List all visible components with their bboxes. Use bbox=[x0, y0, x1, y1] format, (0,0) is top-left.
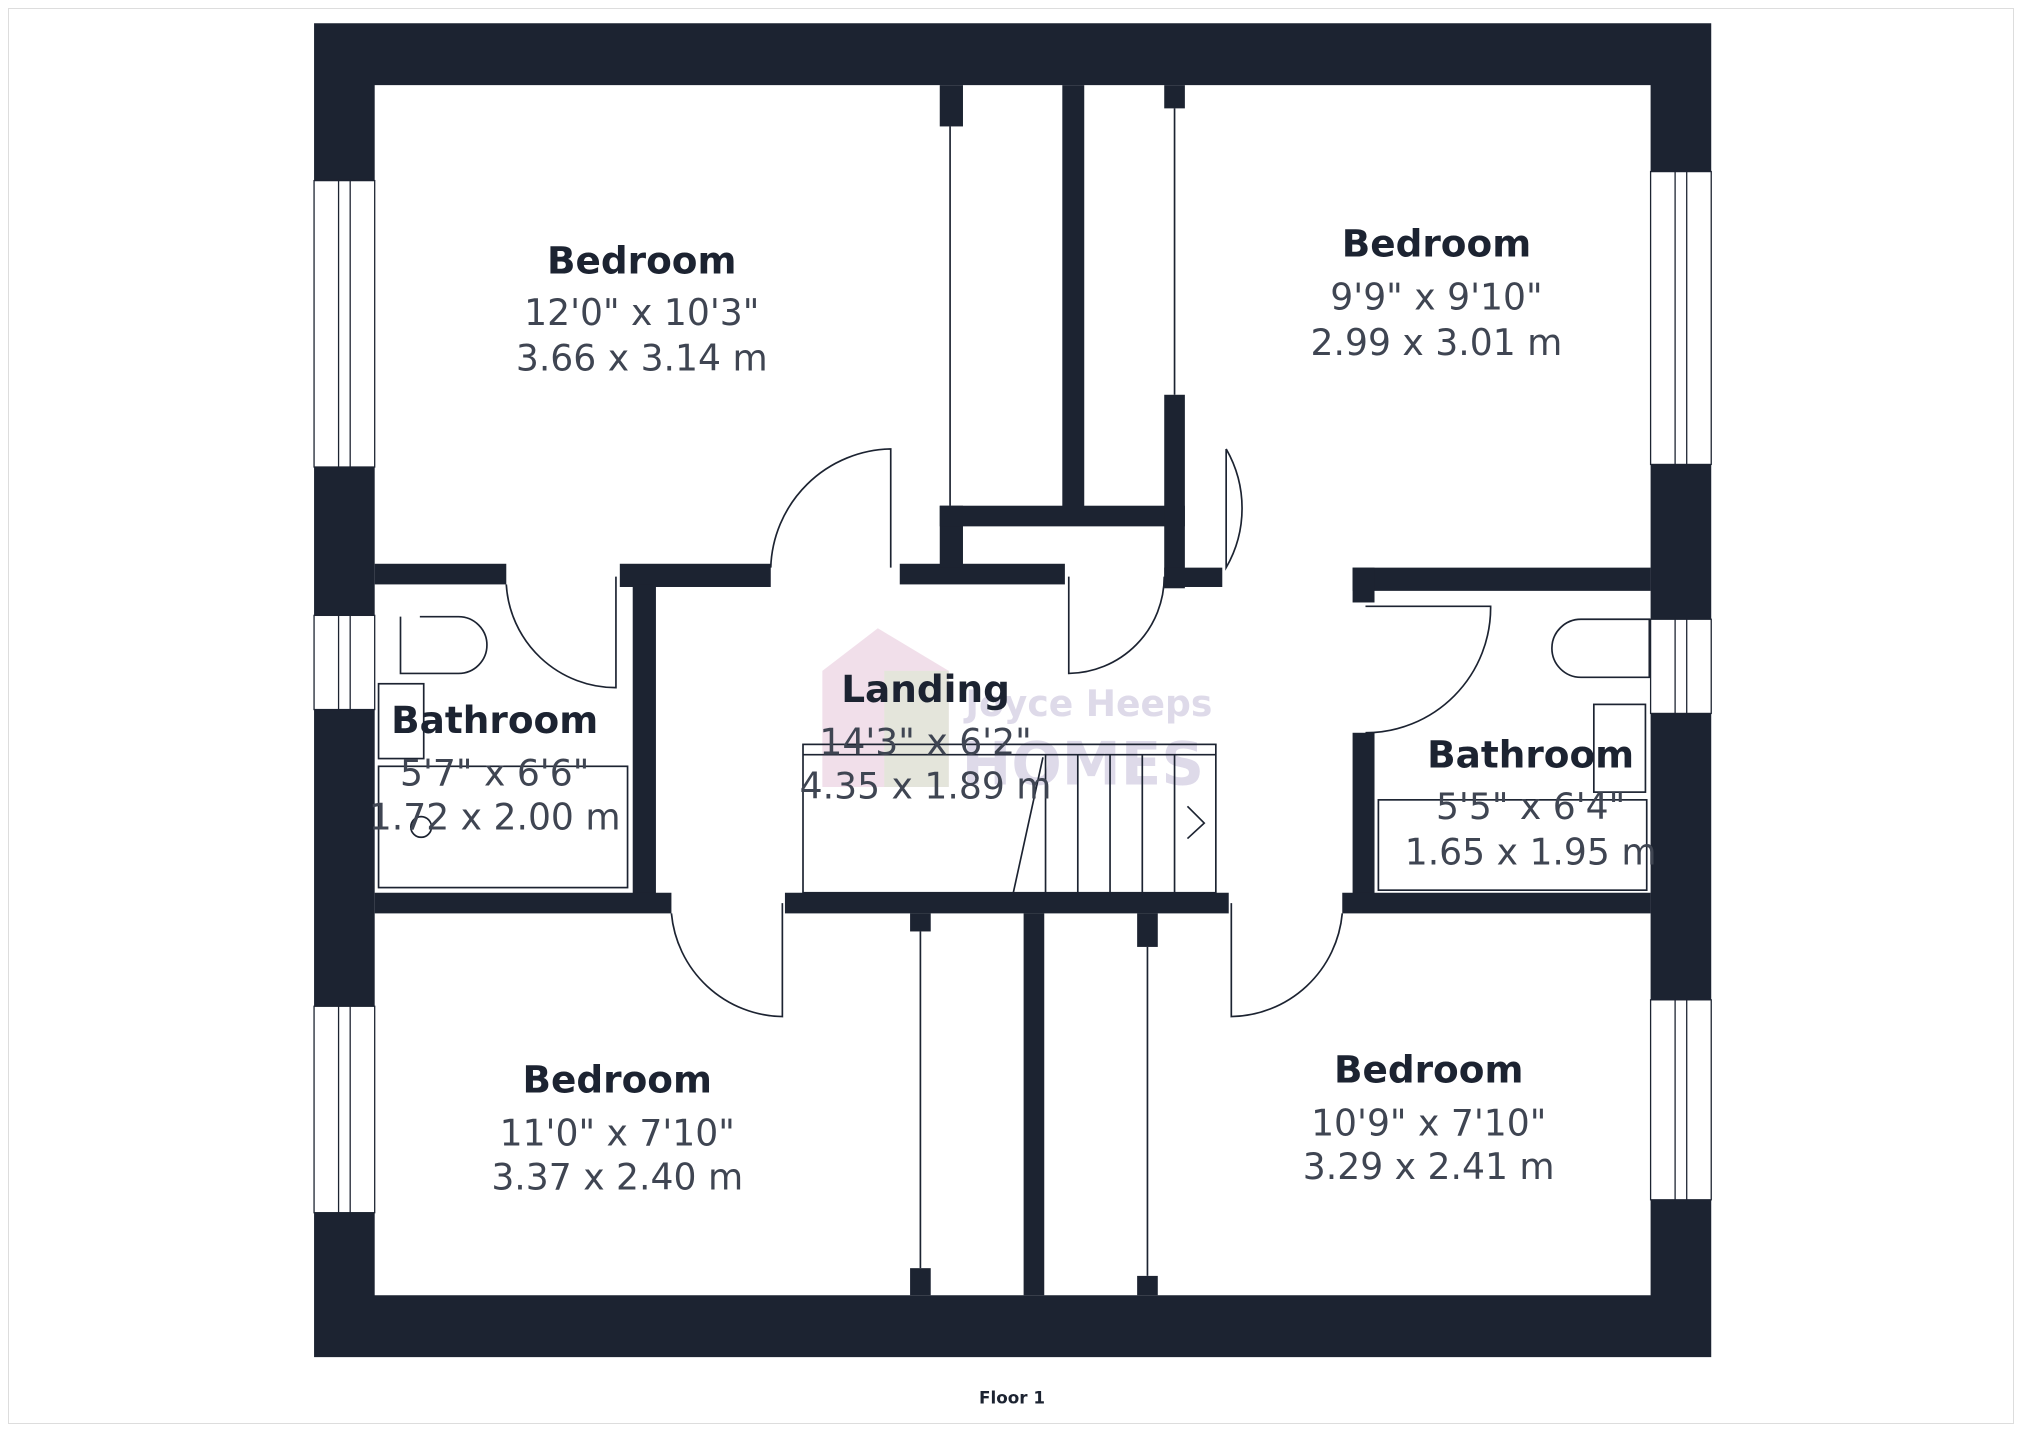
room-dims-metric: 3.29 x 2.41 m bbox=[1303, 1145, 1555, 1188]
room-dims-imperial: 12'0" x 10'3" bbox=[524, 291, 759, 334]
room-dims-metric: 1.65 x 1.95 m bbox=[1405, 830, 1657, 873]
watermark-line2: HOMES bbox=[962, 729, 1204, 798]
room-dims-metric: 2.99 x 3.01 m bbox=[1311, 321, 1563, 364]
room-dims-imperial: 9'9" x 9'10" bbox=[1330, 276, 1542, 319]
room-name: Bedroom bbox=[1334, 1047, 1523, 1091]
room-name: Bedroom bbox=[1342, 222, 1531, 266]
room-dims-metric: 3.37 x 2.40 m bbox=[491, 1155, 743, 1198]
room-dims-imperial: 10'9" x 7'10" bbox=[1311, 1101, 1546, 1144]
page-frame bbox=[8, 8, 2014, 1424]
doors-and-fixtures bbox=[377, 108, 1651, 1276]
room-dims-metric: 3.66 x 3.14 m bbox=[516, 336, 768, 379]
room-dims-metric: 4.35 x 1.89 m bbox=[800, 765, 1052, 808]
room-bedroom-top-right: Bedroom 9'9" x 9'10" 2.99 x 3.01 m bbox=[1311, 222, 1563, 364]
floor-label: Floor 1 bbox=[979, 1388, 1045, 1408]
watermark-logo: Joyce Heeps HOMES bbox=[822, 628, 1212, 798]
room-name: Bedroom bbox=[547, 238, 736, 282]
room-bedroom-bottom-right: Bedroom 10'9" x 7'10" 3.29 x 2.41 m bbox=[1303, 1047, 1555, 1188]
windows bbox=[313, 170, 1712, 1214]
room-landing: Landing 14'3" x 6'2" 4.35 x 1.89 m bbox=[800, 667, 1052, 808]
room-name: Bathroom bbox=[1427, 733, 1634, 777]
room-bedroom-bottom-left: Bedroom 11'0" x 7'10" 3.37 x 2.40 m bbox=[491, 1058, 743, 1199]
room-name: Bathroom bbox=[391, 698, 598, 742]
walls bbox=[314, 23, 1712, 1358]
watermark-line1: Joyce Heeps bbox=[963, 682, 1213, 725]
room-bedroom-top-left: Bedroom 12'0" x 10'3" 3.66 x 3.14 m bbox=[516, 238, 768, 379]
room-bathroom-right: Bathroom 5'5" x 6'4" 1.65 x 1.95 m bbox=[1405, 733, 1657, 874]
room-dims-imperial: 5'5" x 6'4" bbox=[1436, 785, 1625, 828]
room-dims-imperial: 14'3" x 6'2" bbox=[819, 721, 1031, 764]
room-name: Bedroom bbox=[522, 1058, 711, 1102]
room-dims-imperial: 5'7" x 6'6" bbox=[400, 752, 589, 795]
room-name: Landing bbox=[841, 667, 1010, 711]
room-bathroom-left: Bathroom 5'7" x 6'6" 1.72 x 2.00 m bbox=[369, 698, 621, 839]
room-dims-metric: 1.72 x 2.00 m bbox=[369, 796, 621, 839]
room-dims-imperial: 11'0" x 7'10" bbox=[500, 1112, 735, 1155]
